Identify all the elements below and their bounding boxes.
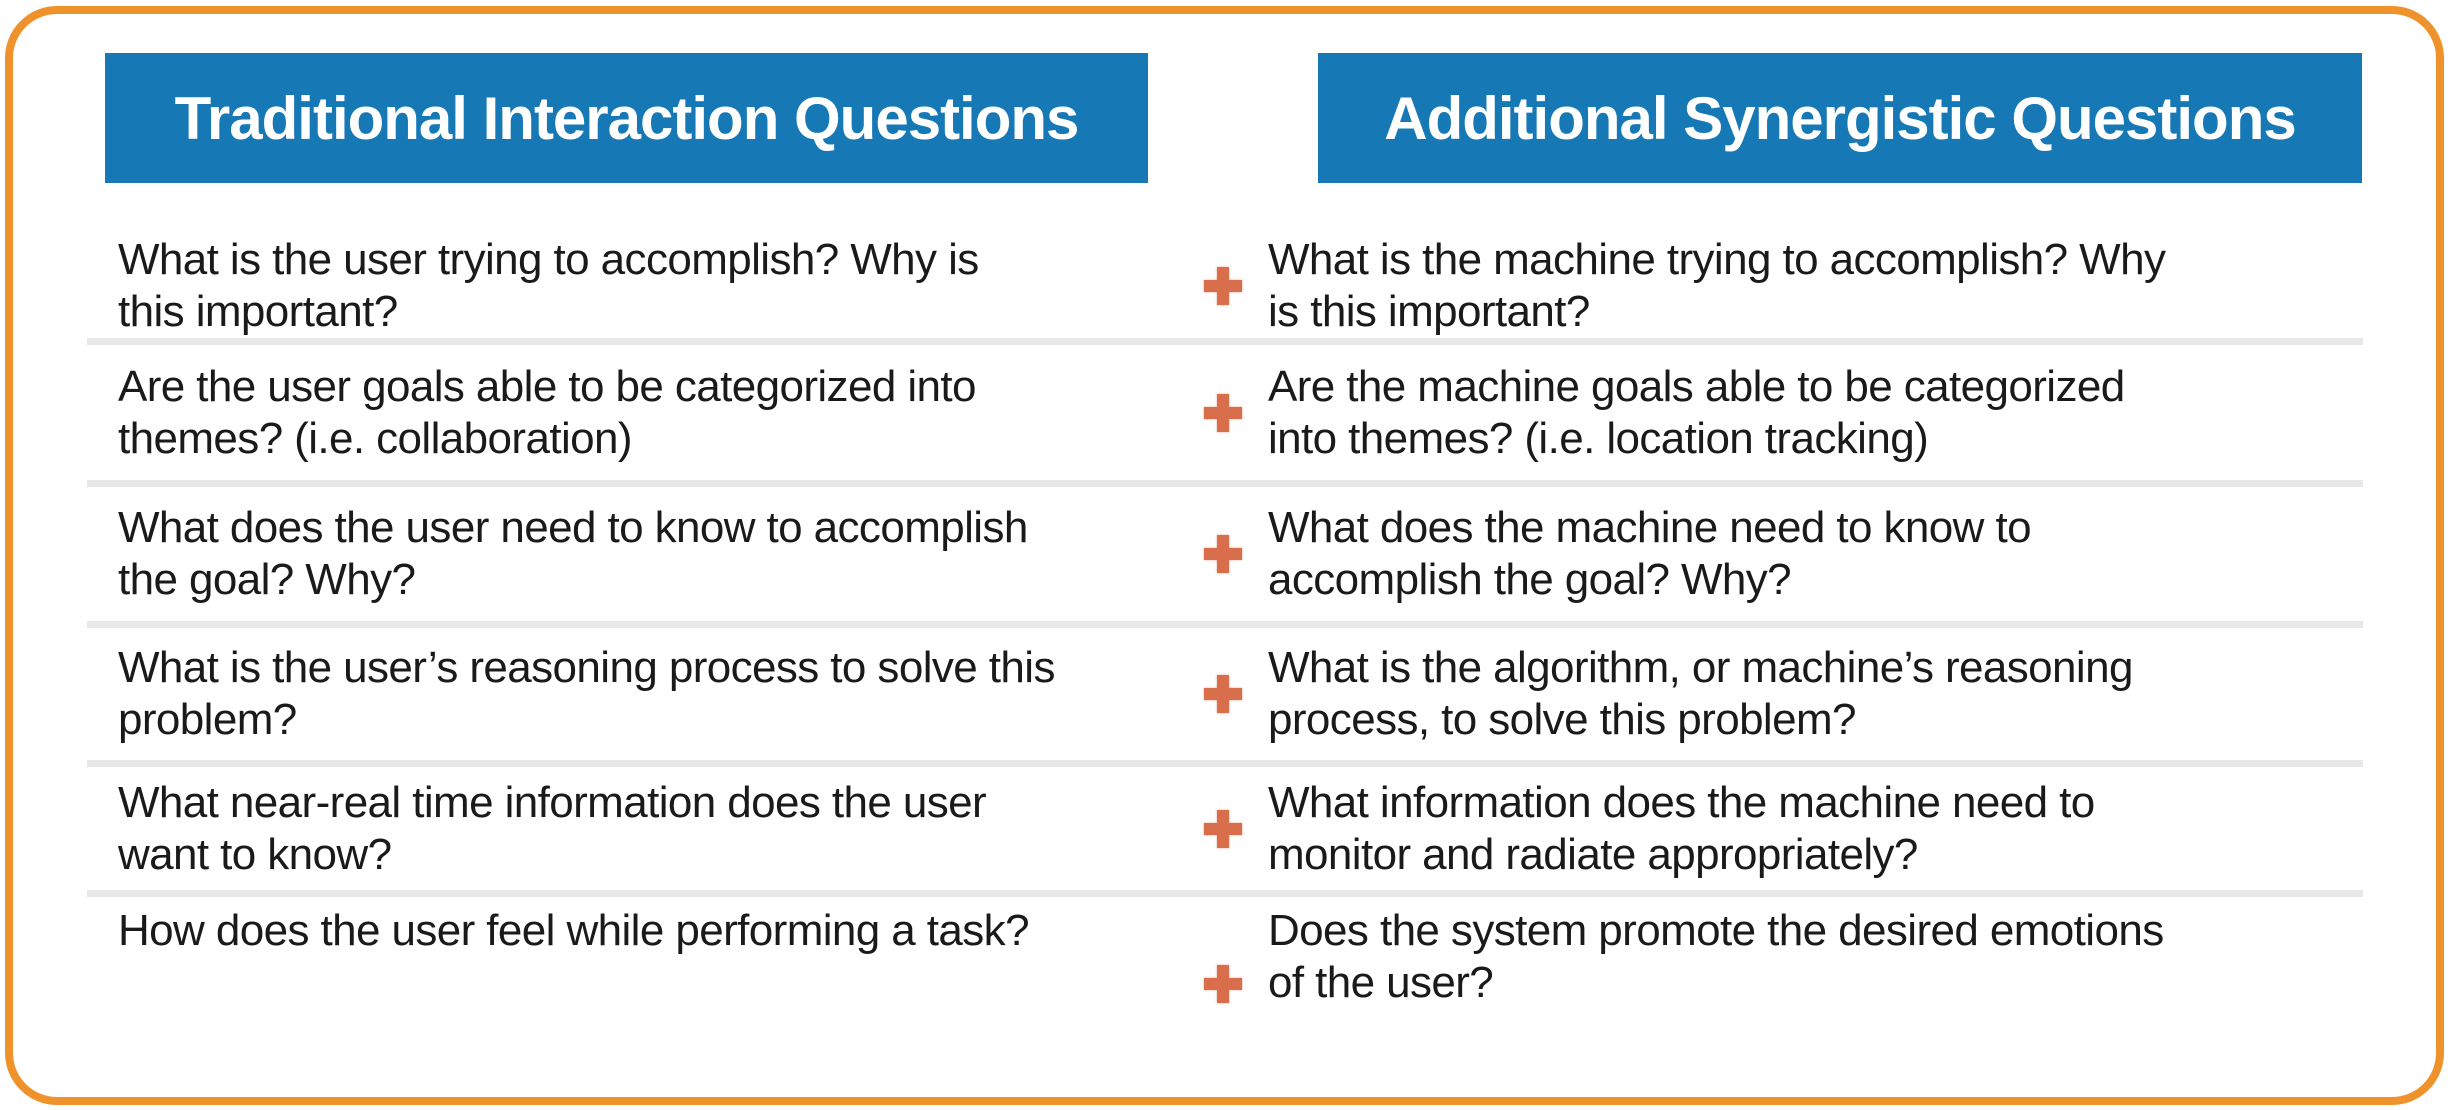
traditional-question-1: What is the user trying to accomplish? W… — [118, 234, 979, 336]
question-row-4: What is the user’s reasoning process to … — [87, 628, 2363, 767]
synergistic-question-2: Are the machine goals able to be categor… — [1268, 361, 2125, 463]
plus-icon — [1204, 266, 1242, 305]
header-traditional-questions: Traditional Interaction Questions — [105, 53, 1148, 183]
plus-icon — [1204, 809, 1242, 848]
traditional-question-6: How does the user feel while performing … — [118, 906, 1030, 955]
question-row-5: What near-real time information does the… — [87, 767, 2363, 897]
traditional-question-3: What does the user need to know to accom… — [118, 503, 1028, 604]
synergistic-question-6: Does the system promote the desired emot… — [1268, 906, 2164, 1007]
traditional-question-2: Are the user goals able to be categorize… — [118, 361, 976, 463]
synergistic-question-5: What information does the machine need t… — [1268, 777, 2095, 879]
synergistic-question-1: What is the machine trying to accomplish… — [1268, 234, 2166, 336]
plus-icon — [1204, 535, 1242, 573]
question-row-1: What is the user trying to accomplish? W… — [87, 183, 2363, 345]
traditional-question-5: What near-real time information does the… — [118, 777, 987, 879]
synergistic-question-3: What does the machine need to know to ac… — [1268, 503, 2032, 604]
outer-rounded-border — [5, 6, 2444, 1105]
plus-icon — [1204, 675, 1242, 713]
traditional-question-4: What is the user’s reasoning process to … — [118, 643, 1055, 744]
header-synergistic-label: Additional Synergistic Questions — [1384, 84, 2296, 152]
plus-icon — [1204, 965, 1242, 1003]
question-row-6: How does the user feel while performing … — [87, 897, 2363, 1107]
header-synergistic-questions: Additional Synergistic Questions — [1318, 53, 2362, 183]
question-row-2: Are the user goals able to be categorize… — [87, 345, 2363, 487]
header-traditional-label: Traditional Interaction Questions — [174, 84, 1080, 152]
question-row-3: What does the user need to know to accom… — [87, 487, 2363, 628]
synergistic-question-4: What is the algorithm, or machine’s reas… — [1268, 643, 2133, 744]
plus-icon — [1204, 393, 1242, 432]
question-rows: What is the user trying to accomplish? W… — [87, 183, 2363, 1107]
